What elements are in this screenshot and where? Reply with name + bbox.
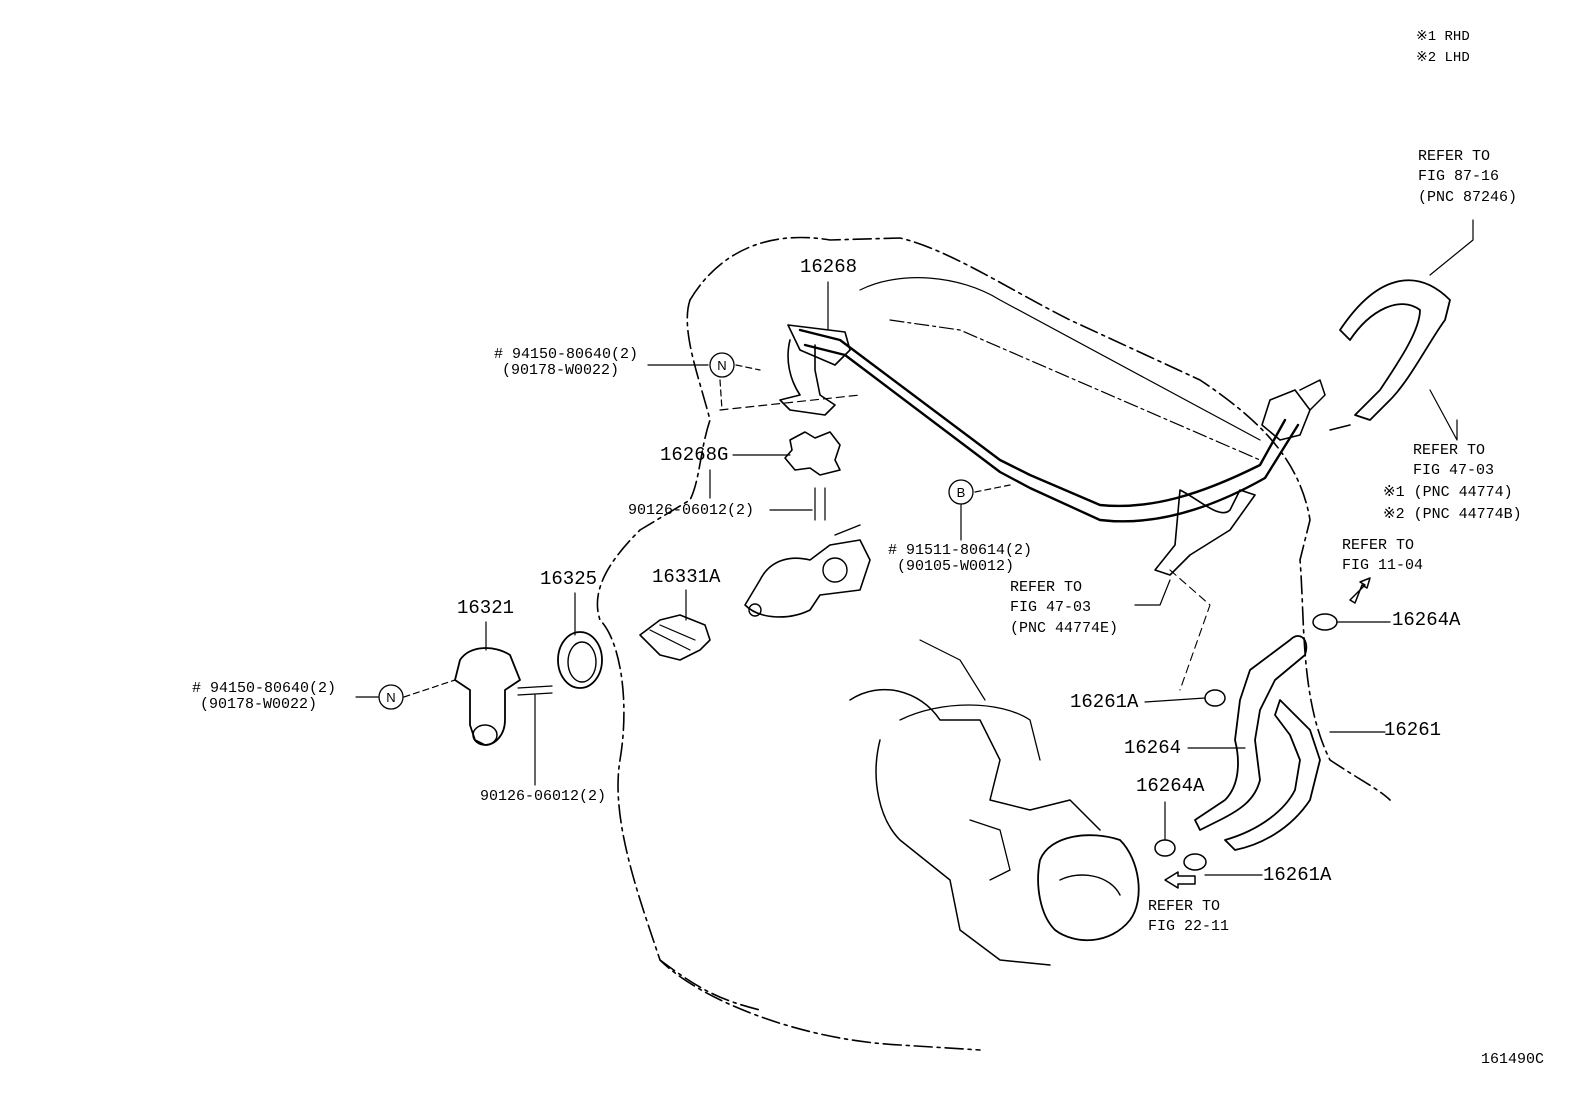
clamp-16261a-low [1183, 853, 1207, 871]
svg-text:N: N [717, 358, 726, 373]
clamp-16261a-mid [1204, 689, 1226, 707]
gasket-ring [557, 631, 603, 689]
stud-low: 90126-06012(2) [480, 788, 607, 805]
svg-text:B: B [957, 485, 966, 500]
legend-lhd: ※2 LHD [1416, 50, 1470, 66]
arrow-fig11 [1349, 577, 1371, 604]
engine-outline [689, 236, 1391, 801]
bolt-mid-line2: (90105-W0012) [897, 558, 1015, 575]
bolt-top-line1: # 94150-80640(2) [494, 346, 639, 363]
callout-n-top: N [709, 352, 735, 378]
hose-upper-right [1339, 279, 1451, 421]
part-16268: 16268 [800, 256, 858, 278]
callout-b: B [948, 479, 974, 505]
ref-47a-line4: ※2 (PNC 44774B) [1383, 506, 1522, 523]
bolt-left-line1: # 94150-80640(2) [192, 680, 337, 697]
water-pump [1037, 834, 1140, 942]
callout-n-left: N [378, 684, 404, 710]
ref-87-line3: (PNC 87246) [1418, 189, 1518, 206]
thermostat [639, 614, 711, 661]
ref-47b-line1: REFER TO [1010, 579, 1083, 596]
engine-outline-bottom [659, 959, 761, 1011]
part-16261a-low: 16261A [1263, 864, 1332, 886]
ref-47b-line3: (PNC 44774E) [1010, 620, 1119, 637]
part-16261a-mid: 16261A [1070, 691, 1139, 713]
ref-47a-line3: ※1 (PNC 44774) [1383, 484, 1513, 501]
stud-top: 90126-06012(2) [628, 502, 755, 519]
bolt-mid-line1: # 91511-80614(2) [888, 542, 1033, 559]
water-pipe [798, 328, 1287, 508]
ref-47b-line2: FIG 47-03 [1010, 599, 1092, 616]
ref-11-line2: FIG 11-04 [1342, 557, 1424, 574]
figure-id: 161490C [1481, 1051, 1545, 1068]
water-inlet [454, 647, 521, 746]
part-16264: 16264 [1124, 737, 1182, 759]
gasket-16268g [784, 431, 841, 476]
ref-47a-line1: REFER TO [1413, 442, 1486, 459]
ref-22-line2: FIG 22-11 [1148, 918, 1230, 935]
part-16331a: 16331A [652, 566, 721, 588]
ref-87-line1: REFER TO [1418, 148, 1491, 165]
engine-outline-left [596, 299, 981, 1051]
ref-47a-line2: FIG 47-03 [1413, 462, 1495, 479]
ref-87-line2: FIG 87-16 [1418, 168, 1500, 185]
clamp-16264a-top [1312, 613, 1338, 631]
svg-text:N: N [386, 690, 395, 705]
hose-16264 [1194, 635, 1308, 831]
part-16264a-low: 16264A [1136, 775, 1205, 797]
clamp-16264a-low [1154, 839, 1176, 857]
bolt-left-line2: (90178-W0022) [200, 696, 318, 713]
ref-22-line1: REFER TO [1148, 898, 1221, 915]
ref-11-line1: REFER TO [1342, 537, 1415, 554]
hose-16261 [1224, 699, 1321, 851]
thermostat-housing [744, 539, 871, 618]
part-16264a-top: 16264A [1392, 609, 1461, 631]
part-16261: 16261 [1384, 719, 1442, 741]
part-16321: 16321 [457, 597, 515, 619]
legend-rhd: ※1 RHD [1416, 29, 1470, 45]
bolt-top-line2: (90178-W0022) [502, 362, 620, 379]
part-16325: 16325 [540, 568, 598, 590]
arrow-fig22 [1164, 871, 1196, 889]
part-16268g: 16268G [660, 444, 729, 466]
